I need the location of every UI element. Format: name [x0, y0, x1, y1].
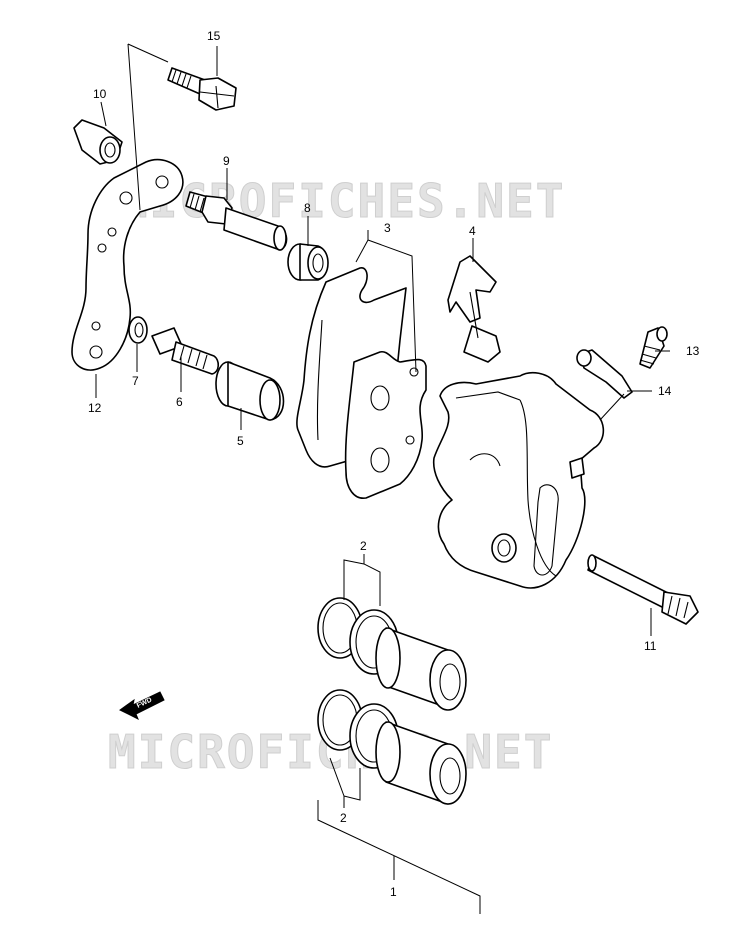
part-14-bleeder-cap: [576, 349, 633, 399]
callout-12: 12: [88, 401, 102, 415]
callout-6: 6: [176, 395, 183, 409]
part-8-boot: [287, 243, 329, 281]
callout-2-lower: 2: [340, 811, 347, 825]
watermark-top: MICROFICHES.NET: [120, 174, 565, 228]
callout-labels: 15 10 9 8 3 4 13 14 7 6 12 5 2 11 2 1: [88, 29, 700, 899]
callout-10: 10: [93, 87, 107, 101]
part-5-slide-pin: [215, 361, 285, 421]
part-6-pin-bolt: [151, 327, 220, 375]
callout-3: 3: [384, 221, 391, 235]
callout-11: 11: [644, 639, 657, 653]
part-3-brake-pads: [296, 267, 427, 499]
callout-15: 15: [207, 29, 221, 43]
callout-9: 9: [223, 154, 230, 168]
callout-8: 8: [304, 201, 311, 215]
caliper-body: [432, 371, 605, 589]
piston-lower: [375, 721, 467, 805]
part-11-long-pin: [587, 554, 699, 625]
callout-2-upper: 2: [360, 539, 367, 553]
part-13-bleeder-screw: [639, 326, 668, 369]
callout-5: 5: [237, 434, 244, 448]
callout-7: 7: [132, 374, 139, 388]
part-15-bolt: [167, 67, 237, 111]
forward-direction-arrow-icon: FWD: [119, 691, 165, 721]
callout-1: 1: [390, 885, 397, 899]
leader-lines: [95, 43, 670, 914]
callout-13: 13: [686, 344, 700, 358]
part-12-bracket: [71, 158, 184, 371]
callout-4: 4: [469, 224, 476, 238]
part-4-pad-spring: [447, 255, 501, 363]
piston-upper: [375, 627, 467, 711]
part-7-washer: [128, 316, 148, 344]
part-10-collar: [73, 119, 123, 165]
callout-14: 14: [658, 384, 672, 398]
part-9-slide-pin: [185, 191, 288, 251]
